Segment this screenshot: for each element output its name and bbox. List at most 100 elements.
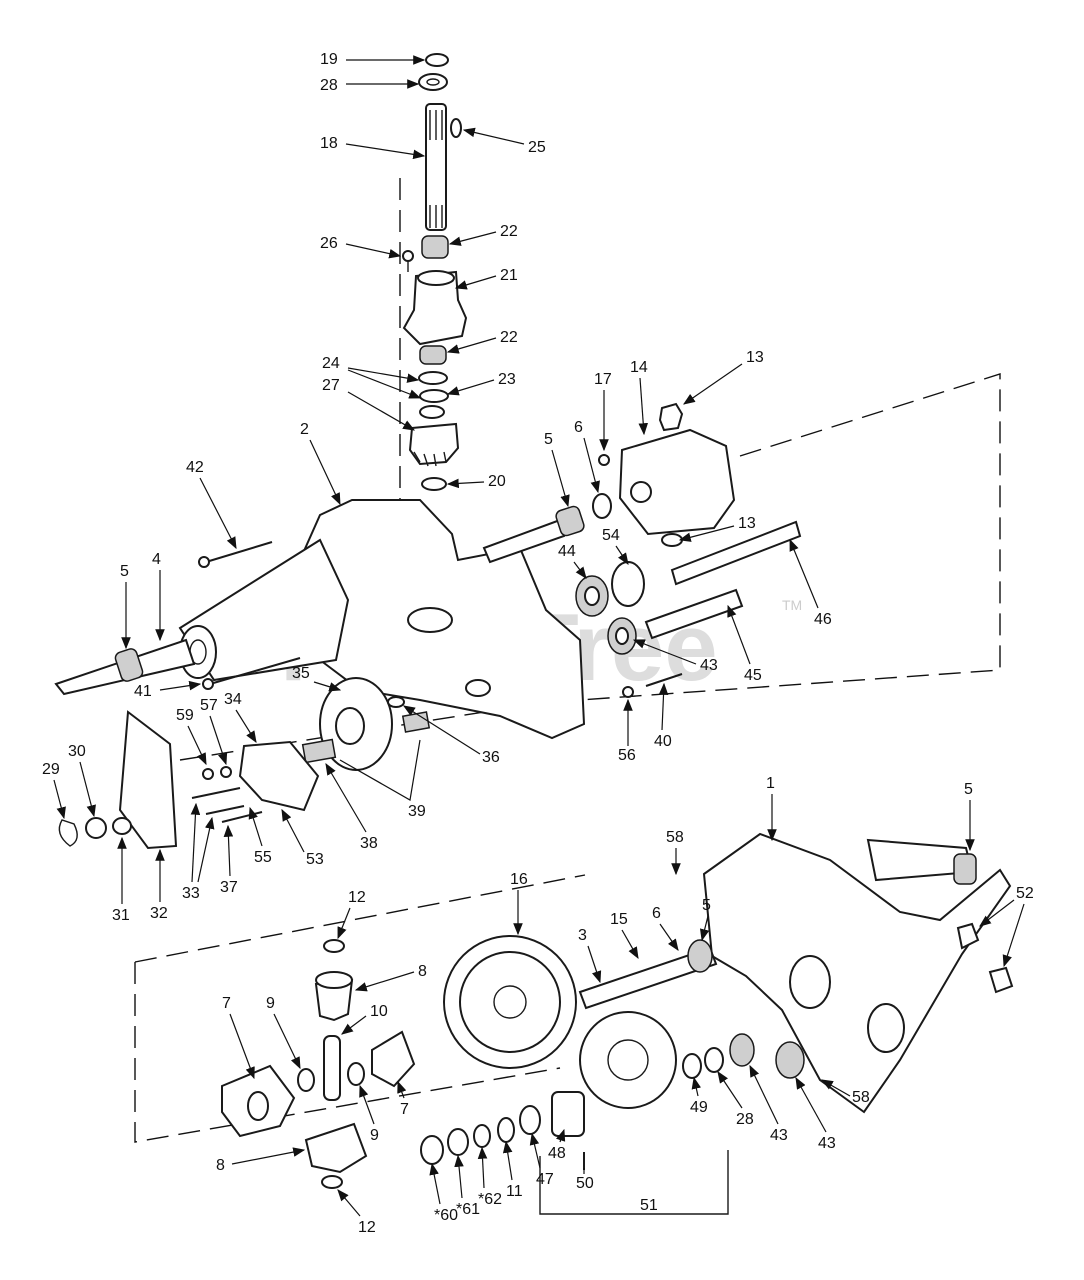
label-19: 19 (320, 51, 426, 68)
svg-text:24: 24 (322, 355, 340, 372)
svg-text:32: 32 (150, 905, 168, 922)
label-5-lower: 5 (699, 897, 711, 942)
svg-text:13: 13 (738, 515, 756, 532)
svg-text:41: 41 (134, 683, 152, 700)
svg-text:59: 59 (176, 707, 194, 724)
label-48: 48 (548, 1128, 566, 1162)
svg-text:39: 39 (408, 803, 426, 820)
label-8-upper: 8 (354, 963, 427, 992)
svg-text:15: 15 (610, 911, 628, 928)
svg-text:45: 45 (744, 667, 762, 684)
output-shafts (482, 493, 802, 698)
svg-text:9: 9 (370, 1127, 379, 1144)
svg-text:28: 28 (320, 77, 338, 94)
svg-text:4: 4 (152, 551, 161, 568)
label-58-lower: 58 (820, 1079, 870, 1106)
svg-text:16: 16 (510, 871, 528, 888)
label-26: 26 (320, 235, 402, 259)
svg-text:14: 14 (630, 359, 648, 376)
label-6-upper: 6 (574, 419, 600, 494)
label-37: 37 (220, 824, 238, 896)
label-11: 11 (502, 1140, 523, 1200)
svg-text:49: 49 (690, 1099, 708, 1116)
svg-text:12: 12 (358, 1219, 376, 1236)
svg-text:27: 27 (322, 377, 340, 394)
svg-text:22: 22 (500, 329, 518, 346)
label-56: 56 (618, 698, 636, 764)
label-32: 32 (150, 848, 168, 922)
svg-text:52: 52 (1016, 885, 1034, 902)
svg-text:33: 33 (182, 885, 200, 902)
svg-text:9: 9 (266, 995, 275, 1012)
label-55: 55 (248, 806, 272, 866)
svg-text:26: 26 (320, 235, 338, 252)
svg-text:5: 5 (120, 563, 129, 580)
svg-text:6: 6 (574, 419, 583, 436)
input-shaft-assembly (402, 53, 468, 491)
svg-text:5: 5 (544, 431, 553, 448)
label-7-left: 7 (222, 995, 255, 1080)
svg-text:*60: *60 (434, 1207, 458, 1224)
label-28-lower: 28 (717, 1071, 754, 1128)
label-25: 25 (462, 127, 546, 156)
label-42: 42 (186, 459, 237, 550)
label-28: 28 (320, 77, 420, 94)
svg-text:23: 23 (498, 371, 516, 388)
svg-text:8: 8 (418, 963, 427, 980)
watermark-trademark: TM (782, 597, 802, 613)
svg-text:34: 34 (224, 691, 242, 708)
svg-text:7: 7 (400, 1101, 409, 1118)
svg-text:40: 40 (654, 733, 672, 750)
svg-text:37: 37 (220, 879, 238, 896)
bracket-51 (539, 1150, 729, 1215)
label-5-upper: 5 (544, 431, 570, 508)
label-52: 52 (979, 885, 1034, 968)
bolt-41 (202, 657, 301, 690)
svg-text:21: 21 (500, 267, 518, 284)
label-5-right: 5 (964, 781, 975, 852)
label-59: 59 (176, 707, 207, 766)
label-5-left: 5 (120, 563, 131, 650)
svg-text:10: 10 (370, 1003, 388, 1020)
label-22-upper: 22 (448, 223, 518, 246)
label-24: 24 (322, 355, 422, 399)
label-4: 4 (152, 551, 165, 642)
svg-text:50: 50 (576, 1175, 594, 1192)
svg-text:7: 7 (222, 995, 231, 1012)
label-54: 54 (602, 527, 629, 565)
label-16: 16 (510, 871, 528, 936)
label-51: 51 (640, 1197, 658, 1214)
axle-4 (54, 638, 196, 696)
label-62: *62 (477, 1146, 502, 1208)
svg-text:22: 22 (500, 223, 518, 240)
svg-text:18: 18 (320, 135, 338, 152)
svg-text:5: 5 (702, 897, 711, 914)
label-41: 41 (134, 680, 202, 700)
label-29: 29 (42, 761, 66, 820)
svg-text:*62: *62 (478, 1191, 502, 1208)
svg-text:58: 58 (852, 1089, 870, 1106)
label-8-lower: 8 (216, 1147, 306, 1174)
svg-text:48: 48 (548, 1145, 566, 1162)
svg-text:38: 38 (360, 835, 378, 852)
case-cover-14 (598, 402, 736, 536)
label-12-lower: 12 (337, 1189, 376, 1236)
svg-text:20: 20 (488, 473, 506, 490)
transmission-case-half-1 (702, 832, 1012, 1114)
label-61: *61 (454, 1154, 480, 1218)
label-57: 57 (200, 697, 228, 766)
bolt-42 (198, 541, 273, 568)
svg-text:19: 19 (320, 51, 338, 68)
brake-assembly (58, 677, 431, 850)
label-39: 39 (339, 739, 426, 820)
label-50: 50 (576, 1168, 594, 1192)
svg-text:58: 58 (666, 829, 684, 846)
svg-text:35: 35 (292, 665, 310, 682)
label-47: 47 (529, 1132, 554, 1188)
svg-text:8: 8 (216, 1157, 225, 1174)
svg-text:54: 54 (602, 527, 620, 544)
svg-text:6: 6 (652, 905, 661, 922)
label-7-right: 7 (397, 1080, 409, 1118)
label-60: *60 (429, 1162, 458, 1224)
